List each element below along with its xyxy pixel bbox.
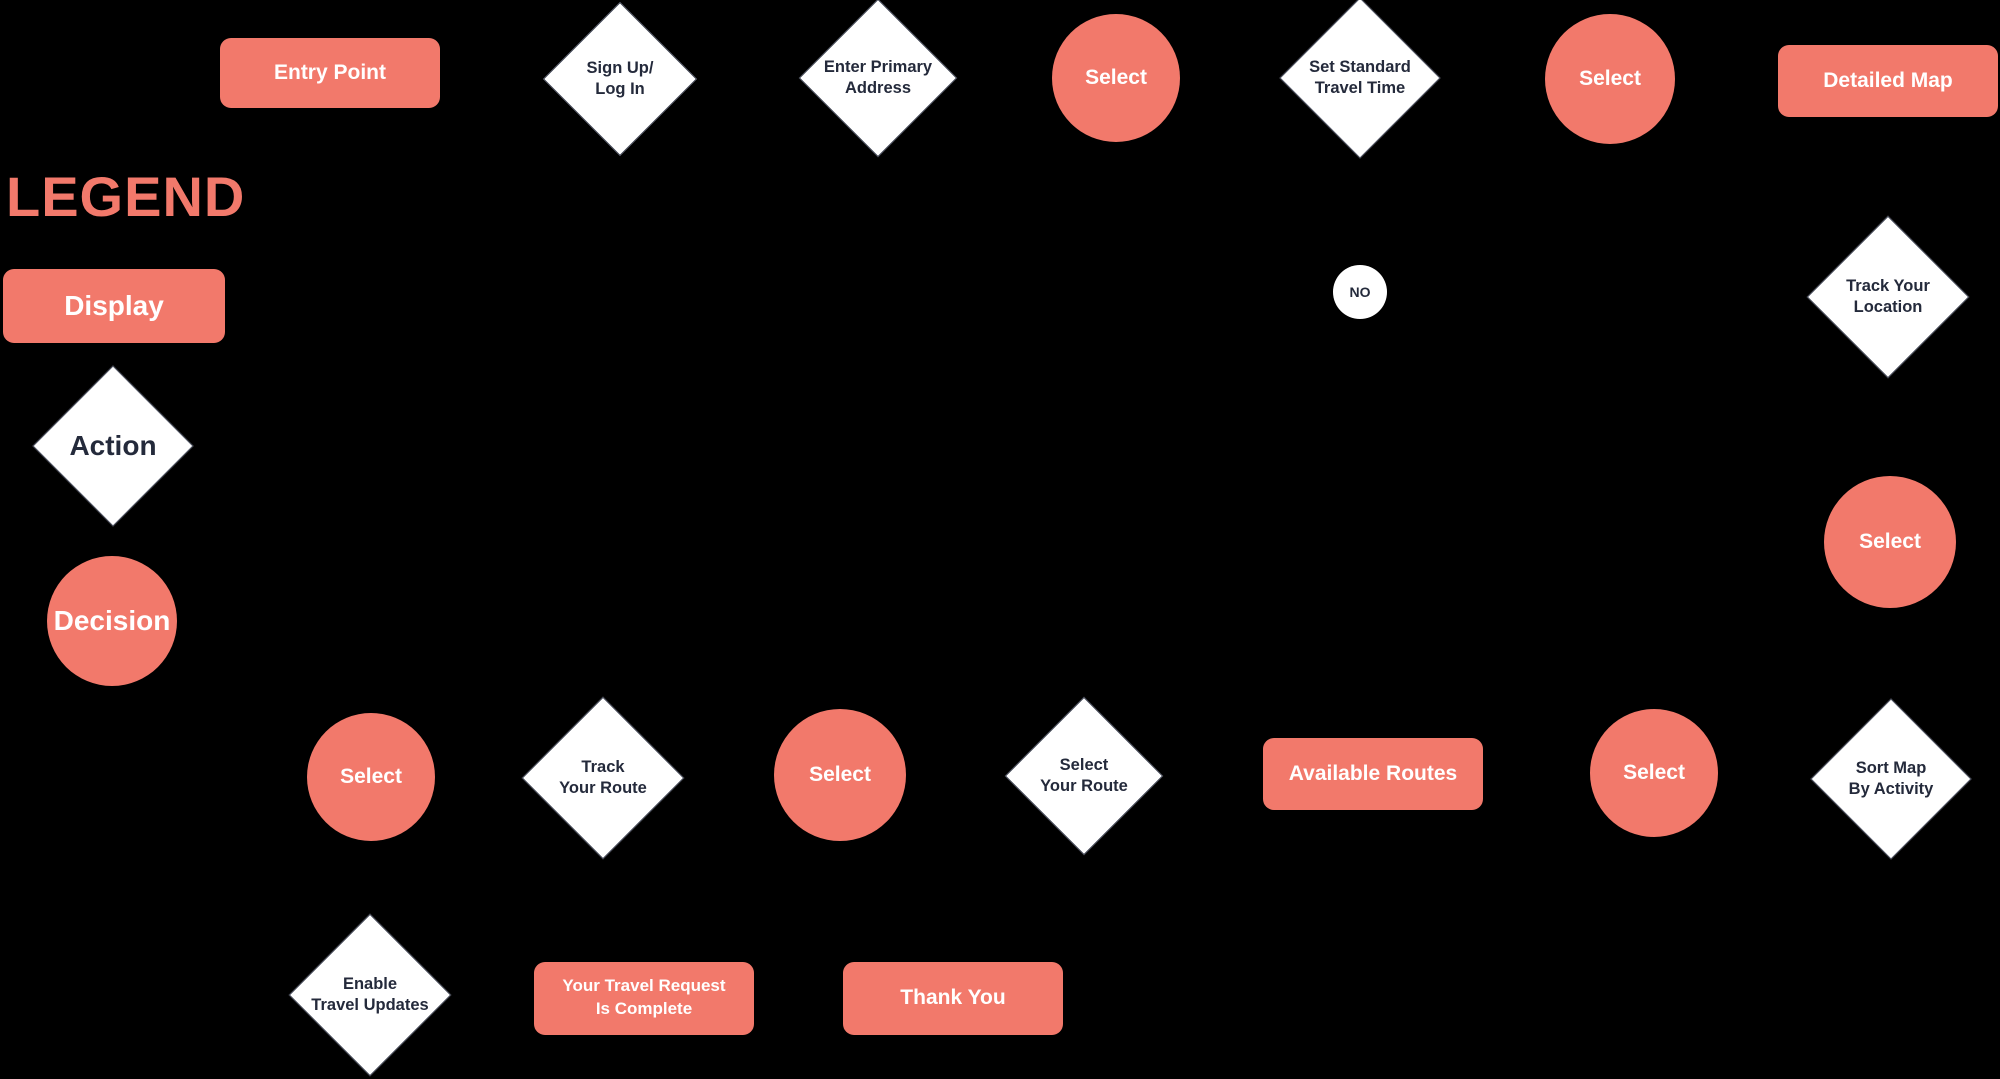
- node-label: Entry Point: [273, 61, 386, 85]
- legend-action-sample: Action: [32, 365, 194, 527]
- node-label: Detailed Map: [1823, 69, 1953, 93]
- node-sign-up-log-in: Sign Up/Log In: [542, 1, 698, 157]
- node-label: Select: [1579, 67, 1641, 91]
- node-label: Select: [340, 765, 402, 789]
- node-select-6: Select: [1590, 709, 1718, 837]
- node-label: Action: [69, 429, 157, 461]
- node-select-2: Select: [1545, 14, 1675, 144]
- node-label: Thank You: [900, 986, 1006, 1010]
- node-label: Display: [64, 289, 164, 321]
- node-select-4: Select: [307, 713, 435, 841]
- node-no-connector: NO: [1333, 265, 1387, 319]
- node-available-routes: Available Routes: [1263, 738, 1483, 810]
- legend-display-sample: Display: [3, 269, 225, 343]
- node-select-5: Select: [774, 709, 906, 841]
- node-label: Select: [1085, 66, 1147, 90]
- legend-decision-sample: Decision: [47, 556, 177, 686]
- node-label: Select: [809, 763, 871, 787]
- node-label: NO: [1349, 283, 1371, 300]
- legend-title: LEGEND: [6, 165, 246, 228]
- node-label: Sign Up/Log In: [586, 58, 654, 98]
- node-entry-point: Entry Point: [220, 38, 440, 108]
- node-label: Decision: [53, 604, 171, 636]
- node-label: Available Routes: [1288, 762, 1458, 786]
- node-select-3: Select: [1824, 476, 1956, 608]
- node-label: Select: [1623, 761, 1685, 785]
- node-thank-you: Thank You: [843, 961, 1063, 1035]
- node-detailed-map: Detailed Map: [1778, 45, 1998, 117]
- node-select-1: Select: [1052, 14, 1180, 142]
- node-label: Select: [1859, 530, 1921, 554]
